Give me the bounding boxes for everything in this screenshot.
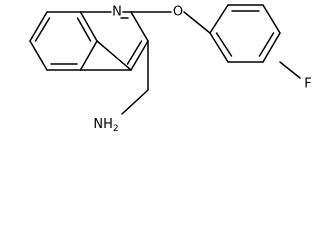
nitrogen-label: N (112, 5, 122, 20)
bond-ar1 (209, 4, 229, 34)
oxygen-label: O (173, 5, 183, 20)
benzo-ring (29, 11, 98, 71)
bond-c5-c4a (79, 40, 98, 71)
bond-o-cipso (183, 11, 211, 34)
bond-ar3 (262, 4, 281, 34)
bond-c7-c6 (29, 40, 48, 71)
pyridine-ring (79, 11, 149, 71)
aminomethyl-group (121, 40, 149, 115)
structure-svg: N O F NH2 (29, 4, 312, 134)
fluorine-label: F (304, 77, 311, 92)
fluorophenyl-ring (209, 4, 281, 63)
double-bond-c3-c4 (126, 40, 143, 65)
bond-ch2-n (121, 89, 149, 115)
bond-c4-c4a (96, 40, 132, 71)
ether-linkage (130, 11, 211, 34)
bond-ar4 (262, 32, 281, 63)
double-bond-c4a-c8a (76, 17, 92, 42)
double-bond-ar-c (215, 32, 233, 57)
bond-c4a-c8a (79, 11, 98, 42)
bond-ar6 (209, 32, 229, 63)
molecule-diagram: N O F NH2 (29, 4, 312, 134)
double-bond-c8-c7 (34, 17, 51, 42)
bond-c8-c7 (29, 11, 48, 42)
bond-c2-c3 (130, 11, 149, 42)
amine-label: NH2 (93, 117, 118, 134)
bond-c3-c4 (130, 40, 149, 71)
bond-c-f (279, 61, 301, 79)
double-bond-ar-b (258, 32, 275, 57)
